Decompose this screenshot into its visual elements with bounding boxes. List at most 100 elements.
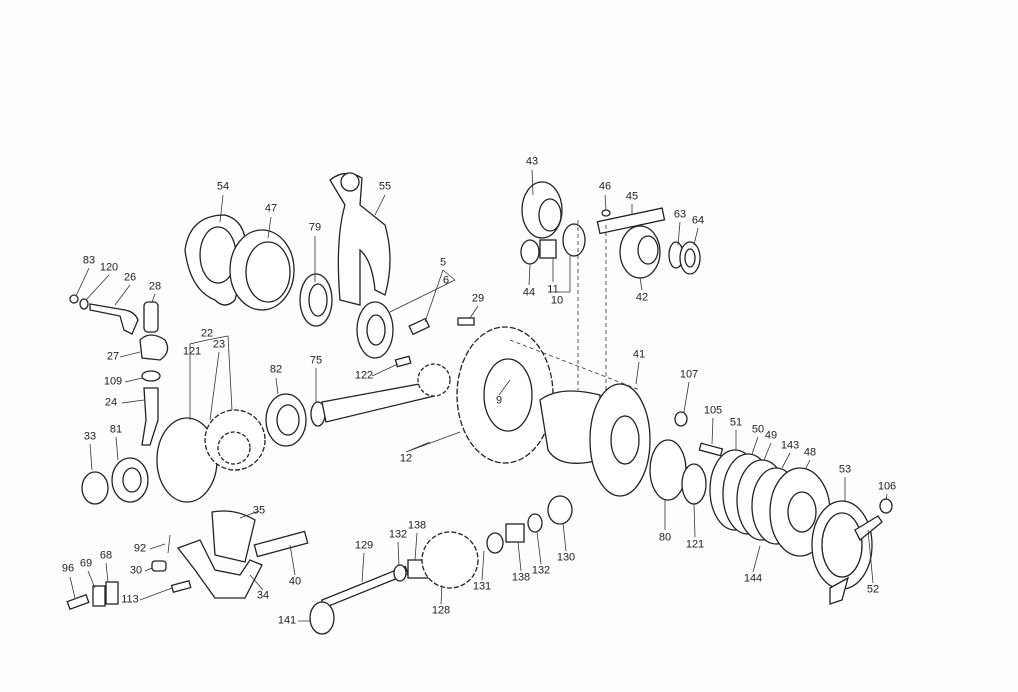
part-68-plate — [105, 581, 119, 605]
part-105-stud — [698, 442, 724, 457]
callout-35: 35 — [252, 504, 266, 517]
part-6-pin — [408, 317, 431, 336]
part-80-bearing — [649, 439, 687, 501]
callout-96: 96 — [61, 562, 75, 575]
part-12-pinion — [417, 363, 451, 397]
callout-138: 138 — [407, 519, 427, 532]
part-34-lever — [176, 539, 263, 599]
callout-47: 47 — [264, 202, 278, 215]
callout-83: 83 — [82, 254, 96, 267]
callout-128: 128 — [431, 604, 451, 617]
callout-129: 129 — [354, 539, 374, 552]
callout-23: 23 — [212, 338, 226, 351]
part-120-oring — [79, 298, 89, 310]
callout-11: 11 — [547, 283, 559, 296]
callout-113: 113 — [121, 593, 139, 606]
callout-29: 29 — [471, 292, 485, 305]
callout-6: 6 — [442, 274, 450, 287]
part-109-cap — [141, 370, 161, 382]
callout-28: 28 — [148, 280, 162, 293]
part-12-shaft — [321, 381, 435, 423]
part-141-roller — [309, 601, 335, 635]
part-30-pin — [151, 560, 167, 572]
callout-106: 106 — [877, 480, 897, 493]
callout-34: 34 — [256, 589, 270, 602]
part-132-washer-b — [527, 513, 543, 533]
part-10-gear — [562, 223, 586, 257]
part-11-bush — [539, 239, 557, 259]
callout-131: 131 — [472, 580, 492, 593]
callout-120: 120 — [99, 261, 119, 274]
callout-69: 69 — [79, 557, 93, 570]
callout-33: 33 — [83, 430, 97, 443]
callout-27: 27 — [106, 350, 120, 363]
callout-121-seal: 121 — [685, 538, 705, 551]
part-107-nut — [674, 411, 688, 427]
callout-79: 79 — [308, 221, 322, 234]
part-121-seal — [681, 463, 707, 505]
callout-132-b: 132 — [531, 564, 551, 577]
callout-5: 5 — [439, 256, 447, 269]
callout-12: 12 — [399, 452, 413, 465]
callout-45: 45 — [625, 190, 639, 203]
part-132-washer — [393, 564, 407, 582]
part-52-tab — [829, 515, 883, 605]
callout-143: 143 — [780, 439, 800, 452]
callout-51: 51 — [729, 416, 743, 429]
part-113-pin — [170, 579, 192, 593]
part-27-block — [139, 334, 169, 361]
part-28-pin — [143, 301, 159, 333]
part-122-key — [394, 355, 412, 368]
part-96-bolt — [66, 593, 90, 611]
callout-121: 121 — [182, 345, 202, 358]
callout-105: 105 — [703, 404, 723, 417]
callout-144: 144 — [743, 572, 763, 585]
part-24-rod — [141, 387, 159, 446]
callout-109: 109 — [103, 375, 123, 388]
callout-132: 132 — [388, 528, 408, 541]
part-69-plate — [92, 585, 106, 607]
callout-52: 52 — [866, 583, 880, 596]
callout-22: 22 — [200, 327, 214, 340]
callout-107: 107 — [679, 368, 699, 381]
callout-54: 54 — [216, 180, 230, 193]
part-45-shaft — [596, 207, 666, 235]
callout-92: 92 — [133, 542, 147, 555]
part-106-nut — [879, 498, 893, 514]
callout-63: 63 — [673, 208, 687, 221]
part-138-bush-b — [505, 523, 525, 543]
callout-41: 41 — [632, 348, 646, 361]
part-23-sprocket — [217, 431, 251, 465]
part-92-cotter — [167, 534, 171, 554]
callout-50: 50 — [751, 423, 765, 436]
callout-80: 80 — [658, 531, 672, 544]
part-83-clip — [69, 294, 79, 304]
callout-82: 82 — [269, 363, 283, 376]
callout-48: 48 — [803, 446, 817, 459]
callout-130: 130 — [556, 551, 576, 564]
part-128-gear — [421, 531, 479, 589]
callout-122: 122 — [354, 369, 374, 382]
callout-42: 42 — [635, 291, 649, 304]
part-29-bolt — [457, 317, 475, 326]
callout-53: 53 — [838, 463, 852, 476]
callout-24: 24 — [104, 396, 118, 409]
part-35-plate — [211, 510, 256, 563]
callout-141: 141 — [277, 614, 297, 627]
part-44-washer — [520, 239, 540, 265]
callout-44: 44 — [522, 286, 536, 299]
part-55-fork — [329, 172, 391, 306]
callout-46: 46 — [598, 180, 612, 193]
part-33-nut — [81, 471, 109, 505]
part-46-ball — [601, 209, 611, 217]
callout-43: 43 — [525, 155, 539, 168]
callout-64: 64 — [691, 214, 705, 227]
callout-49: 49 — [764, 429, 778, 442]
part-26-lever — [89, 303, 139, 335]
part-40-shaft — [253, 530, 309, 558]
callout-9: 9 — [495, 394, 503, 407]
callout-68: 68 — [99, 549, 113, 562]
part-130-cap — [547, 495, 573, 525]
